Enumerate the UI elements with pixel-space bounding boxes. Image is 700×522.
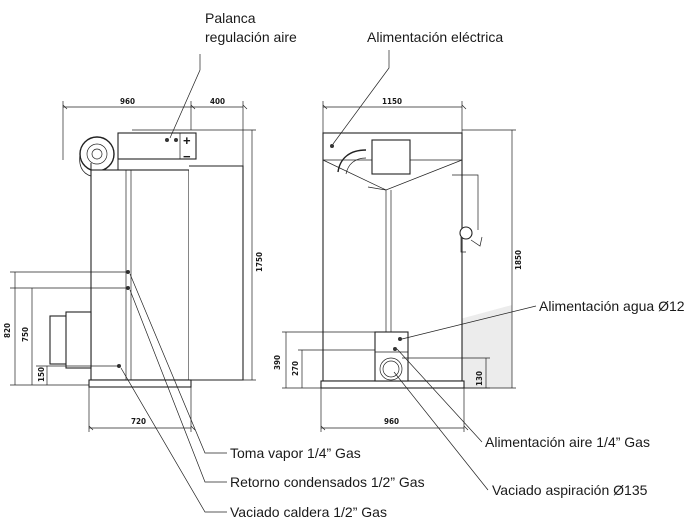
side-view: + − 960 400 1750 820 750 150 720: [3, 97, 264, 432]
vaciado-aspiracion-label: Vaciado aspiración Ø135: [492, 482, 648, 498]
toma-vapor-label: Toma vapor 1/4” Gas: [230, 445, 361, 461]
side-150-dimension: 150: [37, 367, 46, 382]
leader-lines: [120, 50, 537, 513]
front-height-dimension: 1850: [514, 250, 523, 270]
lever-icon: [459, 226, 483, 253]
callout-labels: Palanca regulación aire Alimentación elé…: [205, 10, 685, 520]
alimentacion-aire-label: Alimentación aire 1/4” Gas: [485, 434, 650, 450]
side-820-dimension: 820: [3, 323, 12, 338]
side-base-dimension: 720: [131, 417, 146, 426]
front-270-dimension: 270: [291, 361, 300, 376]
plus-symbol: +: [183, 133, 191, 148]
vaciado-caldera-label: Vaciado caldera 1/2” Gas: [230, 504, 387, 520]
side-width-dimension: 960: [120, 97, 135, 106]
palanca-label-line2: regulación aire: [205, 29, 297, 45]
minus-symbol: −: [183, 149, 191, 164]
palanca-label-line1: Palanca: [205, 10, 256, 26]
alimentacion-agua-label: Alimentación agua Ø12: [539, 298, 685, 314]
front-130-dimension: 130: [475, 371, 484, 386]
front-view: 1150 1850 390 270 130 960: [273, 97, 523, 432]
front-390-dimension: 390: [273, 355, 282, 370]
side-front-dimension: 400: [210, 97, 225, 106]
side-height-dimension: 1750: [255, 252, 264, 272]
retorno-condensados-label: Retorno condensados 1/2” Gas: [230, 474, 425, 490]
front-width-dimension: 1150: [382, 97, 402, 106]
side-750-dimension: 750: [21, 327, 30, 342]
front-base-dimension: 960: [384, 417, 399, 426]
alimentacion-electrica-label: Alimentación eléctrica: [367, 29, 503, 45]
